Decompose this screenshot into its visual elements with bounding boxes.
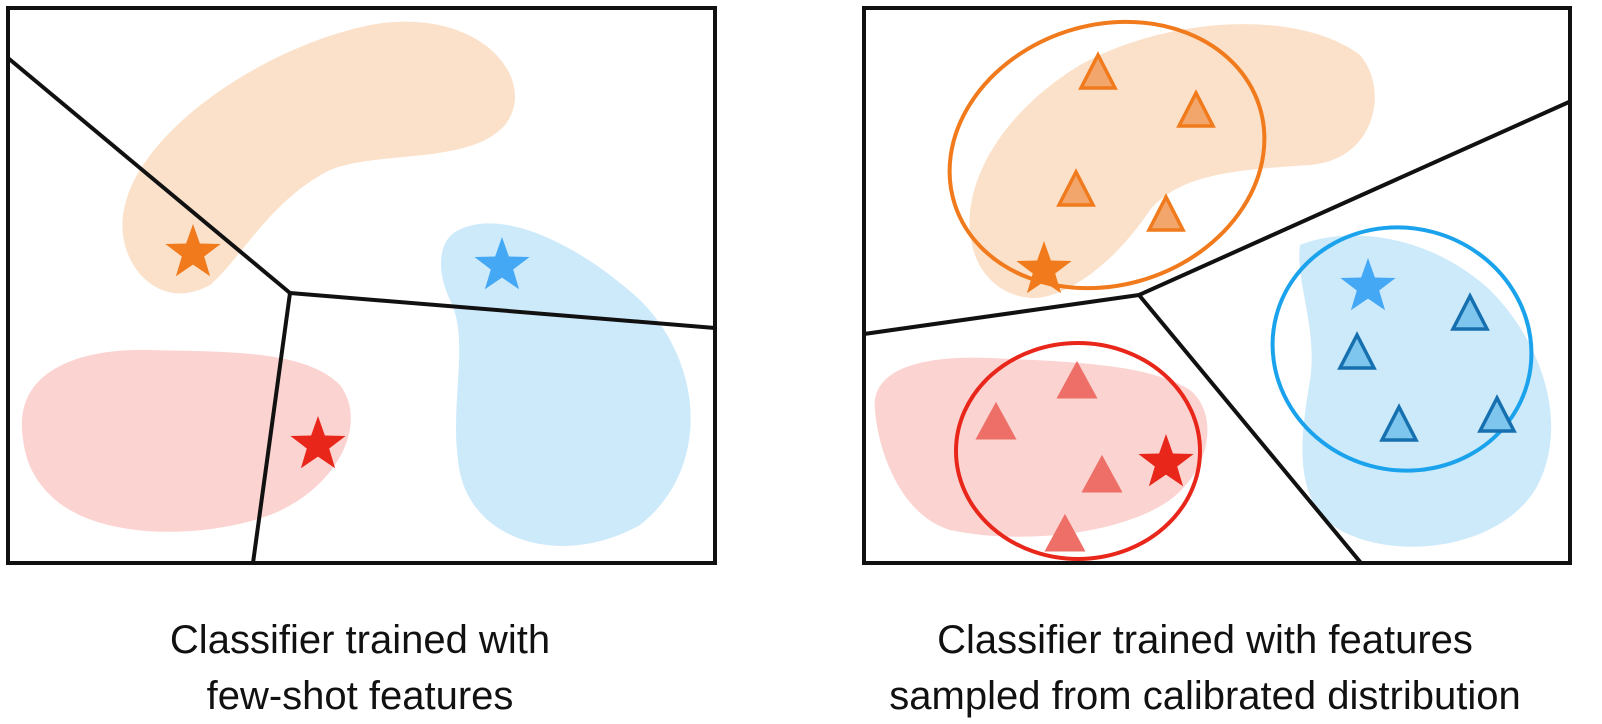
decision-boundary-lower [1137,293,1363,565]
decision-boundary-upper-right [1138,100,1570,297]
left-panel-caption: Classifier trained with few-shot feature… [60,612,660,724]
left-panel [6,6,717,565]
red-class-region [874,357,1208,537]
blue-sampled-feature-icon [1379,403,1419,442]
orange-calibrated-distribution-ellipse [947,19,1267,291]
decision-boundary-lower [251,292,292,564]
blue-sampled-feature-icon [1450,292,1490,331]
blue-sampled-feature-icon [1337,331,1377,370]
red-sampled-feature-icon [1081,454,1123,493]
orange-sampled-feature-icon [1056,168,1096,207]
blue-class-region [440,223,691,546]
left-caption-line-1: Classifier trained with [169,618,551,662]
orange-sampled-feature-icon [1078,51,1118,90]
orange-sampled-feature-icon [1146,193,1186,232]
red-sampled-feature-icon [1056,360,1098,399]
blue-calibrated-distribution-ellipse [1270,225,1534,473]
decision-boundary-left [863,293,1140,336]
blue-star-icon [1340,258,1396,311]
blue-class-region [1299,235,1552,547]
left-caption-line-2: few-shot features [206,674,514,718]
left-panel-frame [6,6,717,565]
red-calibrated-distribution-ellipse [954,341,1202,561]
right-caption-line-2: sampled from calibrated distribution [889,674,1521,718]
right-panel [862,6,1572,565]
red-sampled-feature-icon [975,401,1017,440]
red-star-icon [290,416,346,469]
red-star-icon [1138,434,1194,487]
orange-class-region [969,24,1375,299]
red-class-region [21,349,351,532]
blue-star-icon [474,237,530,290]
orange-class-region [122,21,515,294]
blue-sampled-feature-icon [1477,394,1517,433]
right-panel-frame [862,6,1572,565]
orange-sampled-feature-icon [1176,89,1216,128]
red-sampled-feature-icon [1044,513,1086,552]
right-panel-caption: Classifier trained with features sampled… [810,612,1600,724]
decision-boundary-upper-left [6,56,292,295]
right-caption-line-1: Classifier trained with features [937,618,1473,662]
orange-star-icon [1016,241,1072,294]
decision-boundary-right [289,291,716,330]
orange-star-icon [165,224,221,277]
